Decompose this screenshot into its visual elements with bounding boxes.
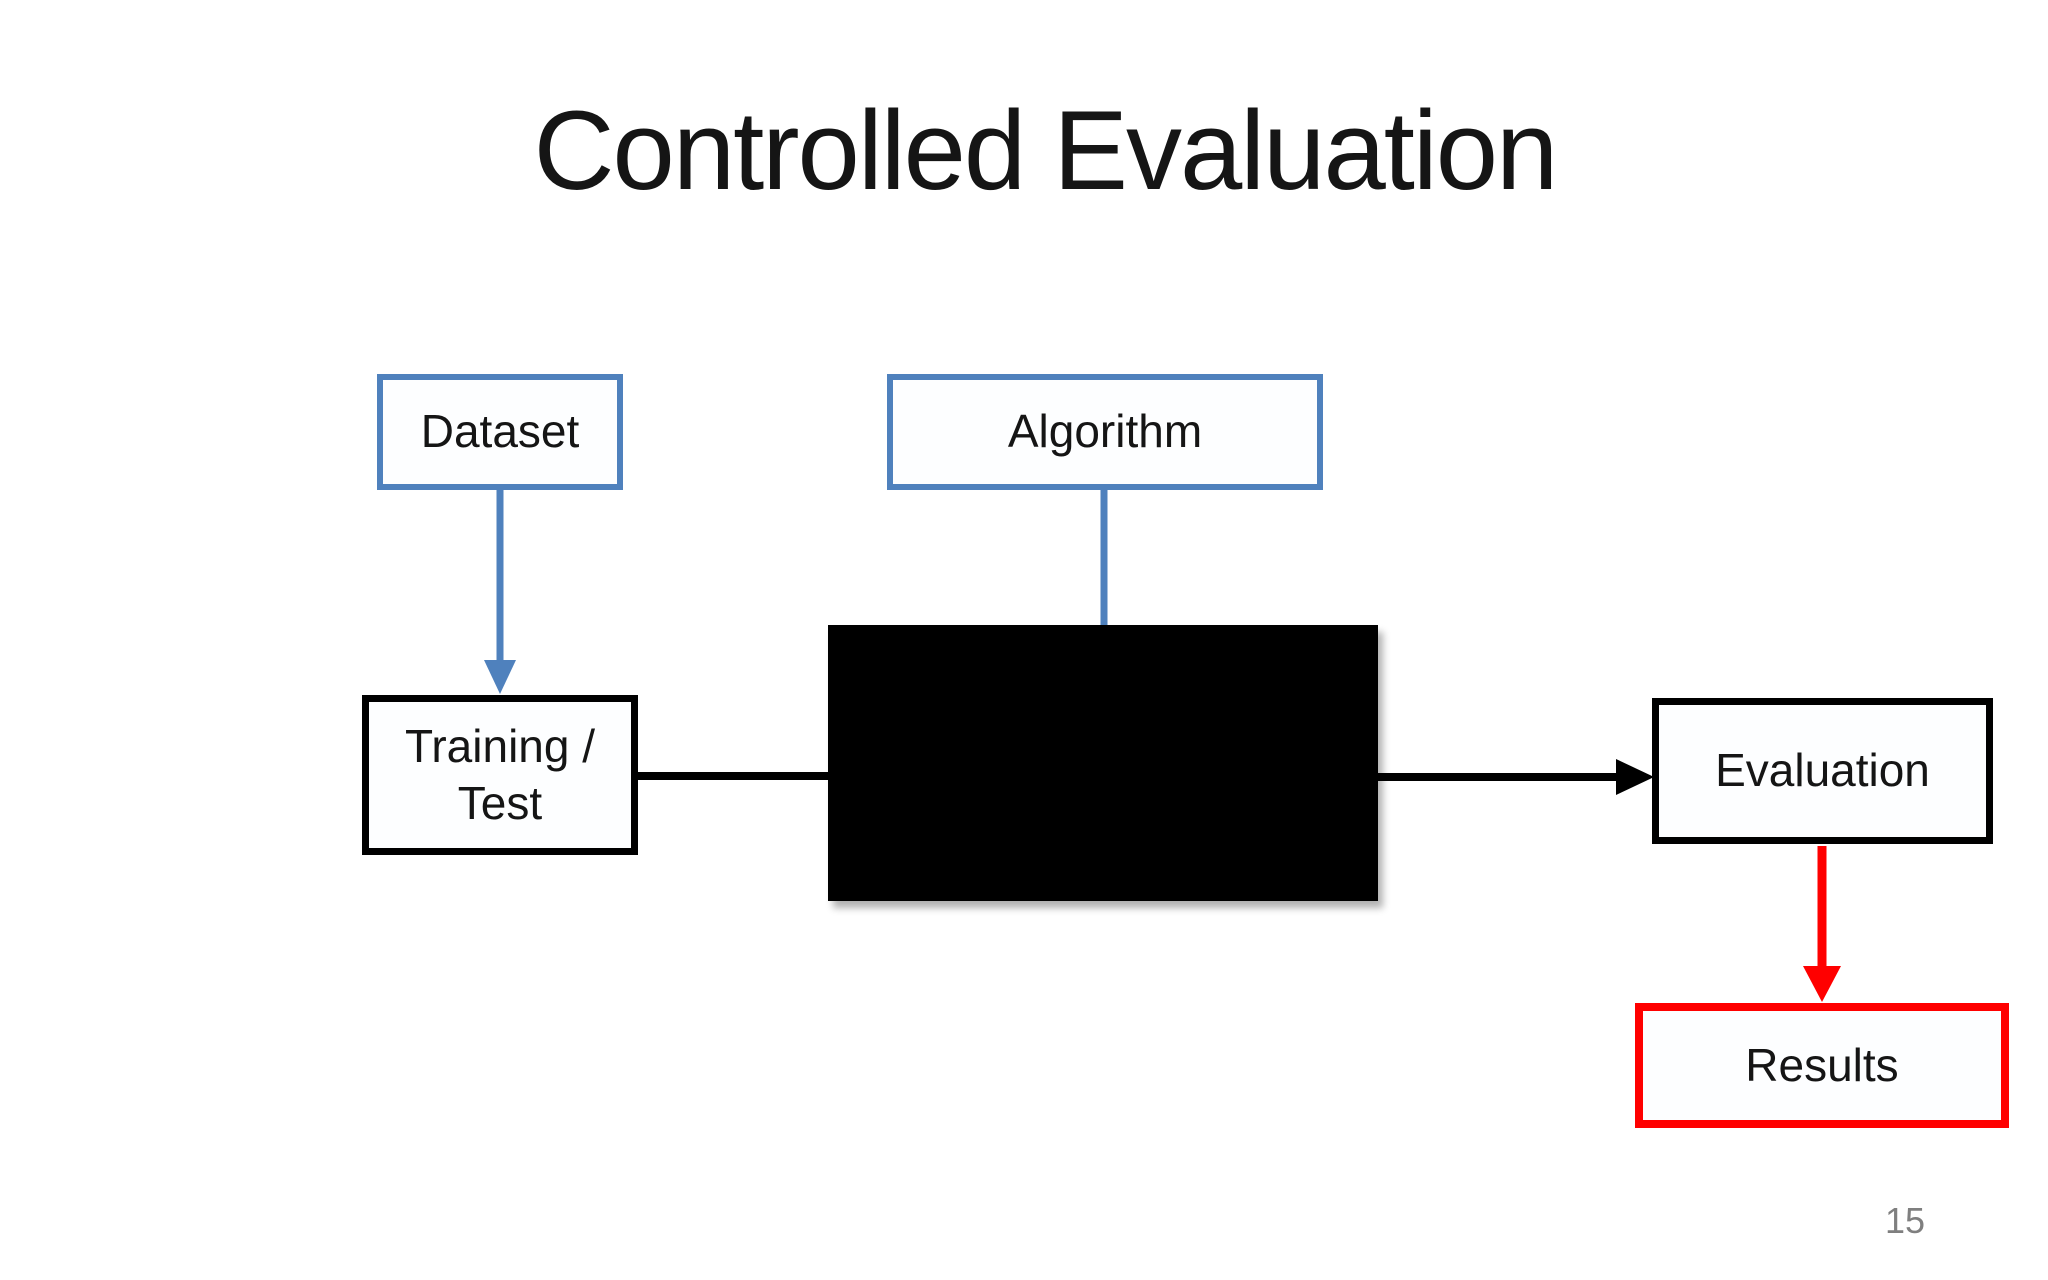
results-box: Results [1635, 1003, 2009, 1128]
dataset-to-training-arrowhead [484, 660, 516, 694]
page-number: 15 [1885, 1200, 1926, 1241]
evaluation-box: Evaluation [1652, 698, 1993, 844]
blackbox-to-evaluation-arrowhead [1616, 759, 1654, 795]
training-test-box-label: Training / Test [404, 719, 596, 830]
slide-title: Controlled Evaluation [533, 88, 1559, 213]
algorithm-box-label: Algorithm [1007, 405, 1203, 458]
dataset-box: Dataset [377, 374, 623, 490]
algorithm-box: Algorithm [887, 374, 1323, 490]
evaluation-to-results-arrowhead [1803, 966, 1841, 1002]
training-test-box: Training / Test [362, 695, 638, 855]
dataset-box-label: Dataset [420, 405, 580, 458]
evaluation-box-label: Evaluation [1715, 744, 1930, 797]
results-box-label: Results [1745, 1038, 1899, 1091]
redacted-black-box [828, 625, 1378, 901]
